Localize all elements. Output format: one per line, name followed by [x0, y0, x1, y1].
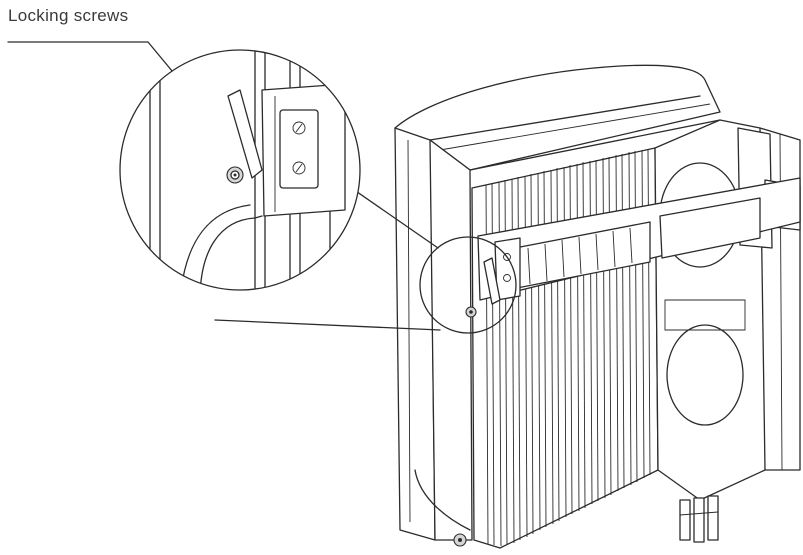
- inverter-unit: [394, 64, 801, 549]
- magnifier-circle-icon: [119, 49, 361, 291]
- detail-connector-bottom: [214, 319, 441, 331]
- cable-connectors: [679, 495, 719, 543]
- detail-source-circle: [419, 236, 517, 334]
- mounting-bracket: [477, 177, 801, 301]
- locking-screws-label: Locking screws: [8, 6, 129, 25]
- screw-icon: [453, 533, 467, 547]
- screw-icon: [465, 306, 477, 318]
- screw-icon: [226, 166, 244, 184]
